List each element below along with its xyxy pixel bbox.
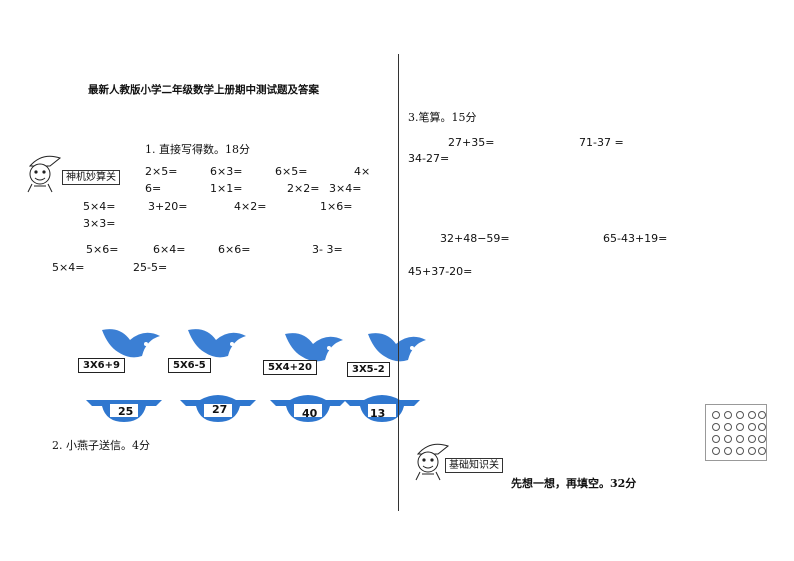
problem: 4× [354, 165, 371, 178]
problem: 3×3= [83, 217, 116, 230]
problem: 6= [145, 182, 162, 195]
fill-in-instruction: 先想一想，再填空。32分 [511, 477, 637, 490]
calc-problem: 65-43+19= [603, 232, 668, 245]
calc-problem: 32+48−59= [440, 232, 510, 245]
column-divider [398, 54, 399, 511]
swallow-icon [100, 326, 162, 366]
section-1-heading: 1. 直接写得数。18分 [145, 143, 250, 156]
problem: 2×2= [287, 182, 320, 195]
pot-number: 25 [118, 405, 134, 418]
problem: 6×6= [218, 243, 251, 256]
problem: 3- 3= [312, 243, 343, 256]
problem: 2×5= [145, 165, 178, 178]
problem: 3×4= [329, 182, 362, 195]
problem: 6×5= [275, 165, 308, 178]
bird-expression: 5X6-5 [168, 358, 211, 373]
problem: 4×2= [234, 200, 267, 213]
calc-problem: 45+37-20= [408, 265, 473, 278]
bird-expression: 3X6+9 [78, 358, 125, 373]
problem: 1×6= [320, 200, 353, 213]
bird-expression: 3X5-2 [347, 362, 390, 377]
swallow-icon [366, 330, 428, 370]
problem: 1×1= [210, 182, 243, 195]
problem: 3+20= [148, 200, 188, 213]
page-title: 最新人教版小学二年级数学上册期中测试题及答案 [88, 84, 319, 96]
section-3-heading: 3.笔算。15分 [408, 111, 477, 124]
pot-icon [180, 394, 256, 428]
section-2-heading: 2. 小燕子送信。4分 [52, 439, 150, 452]
calc-problem: 27+35= [448, 136, 495, 149]
apple-grid [705, 404, 767, 461]
problem: 6×4= [153, 243, 186, 256]
pot-number: 13 [370, 407, 386, 420]
mascot-icon [20, 152, 66, 198]
section-badge-left: 神机妙算关 [62, 170, 120, 185]
mascot-icon [408, 440, 454, 486]
problem: 25-5= [133, 261, 168, 274]
swallow-icon [283, 330, 345, 370]
calc-problem: 34-27= [408, 152, 450, 165]
problem: 5×4= [52, 261, 85, 274]
pot-number: 27 [212, 403, 228, 416]
bird-expression: 5X4+20 [263, 360, 317, 375]
problem: 5×4= [83, 200, 116, 213]
problem: 5×6= [86, 243, 119, 256]
calc-problem: 71-37 = [579, 136, 624, 149]
pot-icon [344, 394, 420, 428]
problem: 6×3= [210, 165, 243, 178]
swallow-icon [186, 326, 248, 366]
pot-icon [270, 394, 346, 428]
pot-icon [86, 394, 162, 428]
pot-number: 40 [302, 407, 318, 420]
section-badge-right: 基础知识关 [445, 458, 503, 473]
